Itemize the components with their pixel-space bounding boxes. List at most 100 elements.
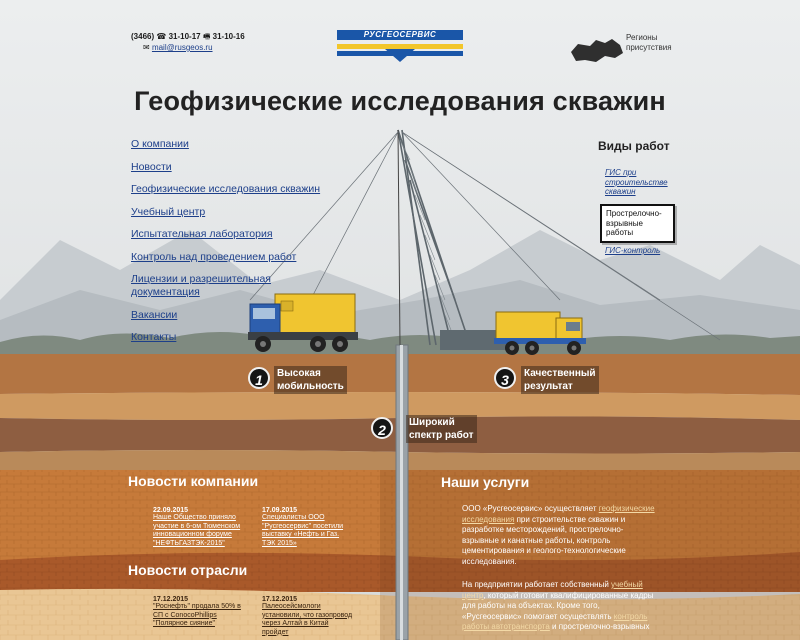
work-item-line: строительстве (605, 177, 668, 187)
nav-item-contacts[interactable]: Контакты (131, 331, 177, 343)
work-item-line: скважин (605, 187, 636, 196)
fax-icon: 🖷 (202, 32, 211, 41)
transport-link[interactable]: работы автотранспорта (462, 622, 550, 631)
work-types-title: Виды работ (598, 139, 670, 153)
services-line: взрывные и канатные работы, контроль (462, 535, 611, 545)
news-line: через Алтай в Китай (262, 620, 329, 627)
news-line: "Полярное сияние" (153, 620, 215, 627)
phone-icon: ☎ (156, 32, 167, 41)
badge-label-line: Высокая (277, 368, 321, 379)
nav-item-vacancies[interactable]: Вакансии (131, 308, 178, 321)
work-item-line: ГИС при (605, 168, 637, 177)
nav-item-work-control[interactable]: Контроль над проведением работ (131, 250, 297, 263)
text: «Русгеосервис» помогает осуществлять (462, 611, 614, 621)
news-line: ТЭК 2015» (262, 539, 297, 547)
work-item-drilling-logging[interactable]: ГИС при строительстве скважин (605, 168, 668, 197)
services-line: исследования. (462, 556, 517, 566)
nav-item-about[interactable]: О компании (131, 138, 189, 150)
text: На предприятии работает собственный (462, 580, 612, 589)
services-line: На предприятии работает собственный учеб… (462, 580, 697, 591)
nav-item-licenses-line2: документация (131, 286, 200, 298)
news-date: 17.12.2015 (262, 596, 298, 603)
regions-label-line1: Регионы (626, 33, 658, 42)
news-line: "НЕФТЬГАЗТЭК-2015" (153, 539, 225, 547)
logo-text[interactable]: РУСГЕОСЕРВИС (363, 30, 437, 39)
services-line: ООО «Русгеосервис» осуществляет геофизич… (462, 504, 692, 515)
header-contacts: (3466) ☎ 31-10-17 🖷 31-10-16 ✉ mail@rusg… (131, 31, 245, 53)
main-nav: О компании Новости Геофизические исследо… (131, 138, 381, 354)
company-news-item: 17.09.2015 Специалисты ООО "Русгеосервис… (262, 507, 367, 548)
badge-3: 3 (494, 367, 516, 389)
work-item-logging-control[interactable]: ГИС-контроль (605, 246, 660, 256)
company-news-item: 22.09.2015 Наше Общество приняло участие… (153, 507, 258, 548)
services-paragraph-1: ООО «Русгеосервис» осуществляет геофизич… (462, 504, 692, 567)
work-item-line: ГИС-контроль (605, 246, 661, 255)
regions-label[interactable]: Регионы присутствия (626, 33, 672, 53)
company-logo[interactable] (337, 30, 463, 62)
services-line: для работы на объектах. Кроме того, (462, 601, 600, 610)
badge-label-line: Широкий (409, 417, 455, 428)
well-logging-link[interactable]: геофизические (598, 504, 655, 513)
news-line: "Русгеосервис" посетили (262, 522, 344, 530)
services-line: центр, который готовит квалифицированные… (462, 591, 697, 602)
company-news-title: Новости компании (128, 473, 259, 489)
training-center-link[interactable]: центр (462, 590, 484, 600)
badge-label-line: мобильность (277, 381, 344, 392)
news-date: 17.12.2015 (153, 596, 189, 603)
badge-label-line: Качественный (524, 368, 596, 379)
nav-item-licenses[interactable]: Лицензии и разрешительная документация (131, 273, 381, 299)
services-paragraph-2: На предприятии работает собственный учеб… (462, 580, 697, 633)
regions-label-line2: присутствия (626, 43, 672, 52)
industry-news-item: 17.12.2015 "Роснефть" продала 50% в СП с… (153, 596, 258, 629)
training-center-link[interactable]: учебный (611, 580, 643, 589)
fax-number: 31-10-16 (212, 32, 245, 41)
nav-item-news[interactable]: Новости (131, 160, 172, 173)
text: ООО «Русгеосервис» осуществляет (462, 504, 599, 513)
russia-map-icon[interactable] (571, 39, 623, 62)
text: и прострелочно-взрывных (549, 622, 650, 631)
services-line: разработке месторождений, прострелочно- (462, 525, 624, 534)
work-item-line: Прострелочно- (606, 209, 662, 218)
news-line: пройдет (262, 628, 289, 636)
badge-1-label: Высокая мобильность (274, 366, 347, 394)
services-line: исследования при строительстве скважин и (462, 515, 692, 526)
work-item-perforation[interactable]: Прострелочно- взрывные работы (600, 204, 675, 243)
services-line: «Русгеосервис» помогает осуществлять кон… (462, 612, 697, 623)
news-line: СП с ConocoPhillips (153, 611, 217, 619)
mail-icon: ✉ (143, 43, 150, 52)
news-line: "Роснефть" продала 50% в (153, 603, 241, 610)
news-link[interactable]: Специалисты ООО "Русгеосервис" посетили … (262, 514, 367, 548)
text: при строительстве скважин и (514, 514, 626, 524)
email-link[interactable]: mail@rusgeos.ru (151, 43, 213, 52)
services-title: Наши услуги (441, 474, 530, 490)
well-logging-link[interactable]: исследования (462, 514, 515, 524)
news-line: участие в 6-ом Тюменском (153, 522, 241, 530)
news-line: Специалисты ООО (262, 514, 325, 521)
news-line: выставку «Нефть и Газ. (262, 531, 340, 538)
nav-item-well-logging[interactable]: Геофизические исследования скважин (131, 183, 321, 195)
badge-2-label: Широкий спектр работ (406, 415, 477, 443)
news-line: инновационном форуме (153, 531, 232, 538)
news-link[interactable]: Палеосейсмологи установили, что газопров… (262, 603, 372, 637)
badge-1: 1 (248, 367, 270, 389)
work-item-line: работы (606, 228, 634, 237)
nav-item-test-lab[interactable]: Испытательная лаборатория (131, 228, 273, 240)
news-link[interactable]: "Роснефть" продала 50% в СП с ConocoPhil… (153, 603, 258, 629)
news-line: Палеосейсмологи (262, 603, 321, 610)
text: , который готовит квалифицированные кадр… (483, 590, 654, 600)
news-link[interactable]: Наше Общество приняло участие в 6-ом Тюм… (153, 514, 258, 548)
industry-news-title: Новости отрасли (128, 562, 248, 578)
badge-3-label: Качественный результат (521, 366, 599, 394)
industry-news-item: 17.12.2015 Палеосейсмологи установили, ч… (262, 596, 372, 637)
news-date: 17.09.2015 (262, 507, 298, 514)
nav-item-licenses-line1: Лицензии и разрешительная (131, 273, 271, 285)
news-line: Наше Общество приняло (153, 514, 236, 521)
control-link[interactable]: контроль (613, 611, 648, 621)
news-line: установили, что газопровод (262, 611, 353, 619)
badge-label-line: спектр работ (409, 430, 474, 441)
nav-item-training-center[interactable]: Учебный центр (131, 205, 206, 218)
badge-label-line: результат (524, 381, 573, 392)
work-item-line: взрывные (606, 218, 643, 228)
services-line: цементирования и геолого-технологические (462, 546, 626, 555)
